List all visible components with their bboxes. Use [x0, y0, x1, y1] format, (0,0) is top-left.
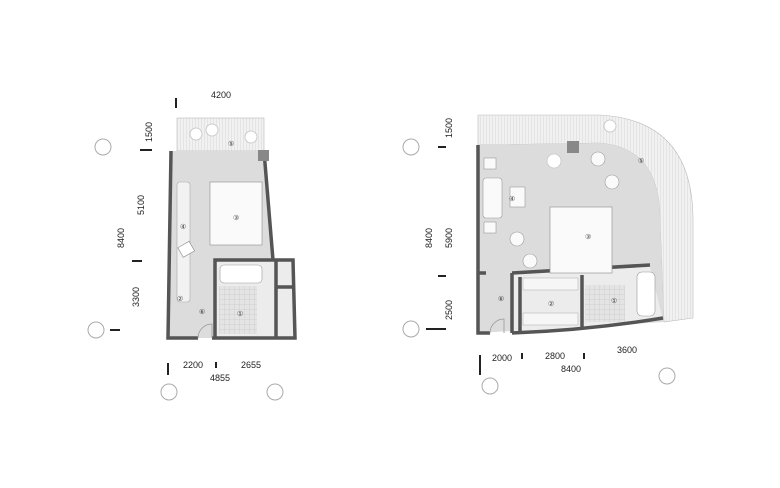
- grid-marker: [402, 138, 420, 156]
- dim-room-depth: 5900: [444, 228, 454, 248]
- dim-bottom-right: 3600: [617, 345, 637, 355]
- grid-marker: [658, 367, 676, 385]
- wardrobe: [522, 277, 579, 291]
- dim-total-depth: 8400: [424, 228, 434, 248]
- armchair: [590, 151, 606, 167]
- plan-1: ⑤ ③ ④ ② ⑥ ① 4200 1500 5100 8400 3300 220…: [87, 90, 297, 401]
- plan-2: ⑤ ④ ③ ⑥ ② ① 1500 8400 5900 2500 2000 280…: [402, 114, 694, 395]
- plant: [205, 123, 219, 137]
- plant: [189, 127, 203, 141]
- dim-bath-depth: 2500: [444, 300, 454, 320]
- plant: [603, 119, 617, 133]
- plant: [244, 130, 258, 144]
- grid-marker: [402, 320, 420, 338]
- bathtub: [219, 264, 263, 284]
- dim-bottom-left: 2000: [492, 353, 512, 363]
- room-label-entrance: ⑥: [498, 295, 504, 303]
- armchair: [509, 231, 525, 247]
- dim-bottom-mid: 2800: [545, 351, 565, 361]
- room-label-bedroom: ③: [233, 214, 239, 222]
- entrance-door: [197, 323, 213, 339]
- room-label-bedroom: ③: [585, 233, 591, 241]
- entrance-door: [489, 318, 505, 334]
- side-table: [483, 221, 497, 234]
- bathroom-tiles: [585, 285, 625, 322]
- grid-marker: [266, 383, 284, 401]
- wardrobe: [522, 312, 579, 326]
- grid-marker: [160, 383, 178, 401]
- coffee-table: [509, 186, 526, 208]
- dim-bottom-right: 2655: [241, 360, 261, 370]
- room-label-living: ④: [509, 195, 515, 203]
- room-label-entrance: ⑥: [199, 308, 205, 316]
- side-table: [483, 157, 497, 170]
- dim-balcony-depth: 1500: [444, 118, 454, 138]
- bed: [549, 206, 613, 274]
- room-label-wardrobe: ②: [548, 300, 554, 308]
- column: [258, 150, 269, 161]
- room-label-balcony: ⑤: [228, 140, 234, 148]
- bathroom-tiles: [219, 286, 257, 334]
- room-label-bathroom: ①: [237, 310, 243, 318]
- armchair: [177, 240, 195, 258]
- bathtub: [636, 271, 656, 317]
- room-label-balcony: ⑤: [638, 157, 644, 165]
- dim-bottom-left: 2200: [183, 360, 203, 370]
- armchair: [522, 253, 538, 269]
- bed: [209, 181, 263, 246]
- dim-room-depth: 5100: [136, 195, 146, 215]
- grid-marker: [481, 377, 499, 395]
- dim-bottom-total: 8400: [561, 364, 581, 374]
- armchair: [604, 174, 620, 190]
- walls: [166, 150, 297, 340]
- cabinet: [176, 181, 191, 303]
- dim-bottom-total: 4855: [210, 373, 230, 383]
- sofa: [482, 177, 503, 219]
- plant: [546, 153, 562, 169]
- dim-top-width: 4200: [211, 90, 231, 100]
- dim-balcony-depth: 1500: [144, 122, 154, 142]
- room-label-living: ④: [180, 223, 186, 231]
- dim-bath-depth: 3300: [131, 287, 141, 307]
- grid-marker: [87, 321, 105, 339]
- room-label-wardrobe: ②: [177, 295, 183, 303]
- dim-total-depth: 8400: [116, 228, 126, 248]
- grid-marker: [94, 138, 112, 156]
- room-label-bathroom: ①: [611, 297, 617, 305]
- column: [567, 141, 579, 153]
